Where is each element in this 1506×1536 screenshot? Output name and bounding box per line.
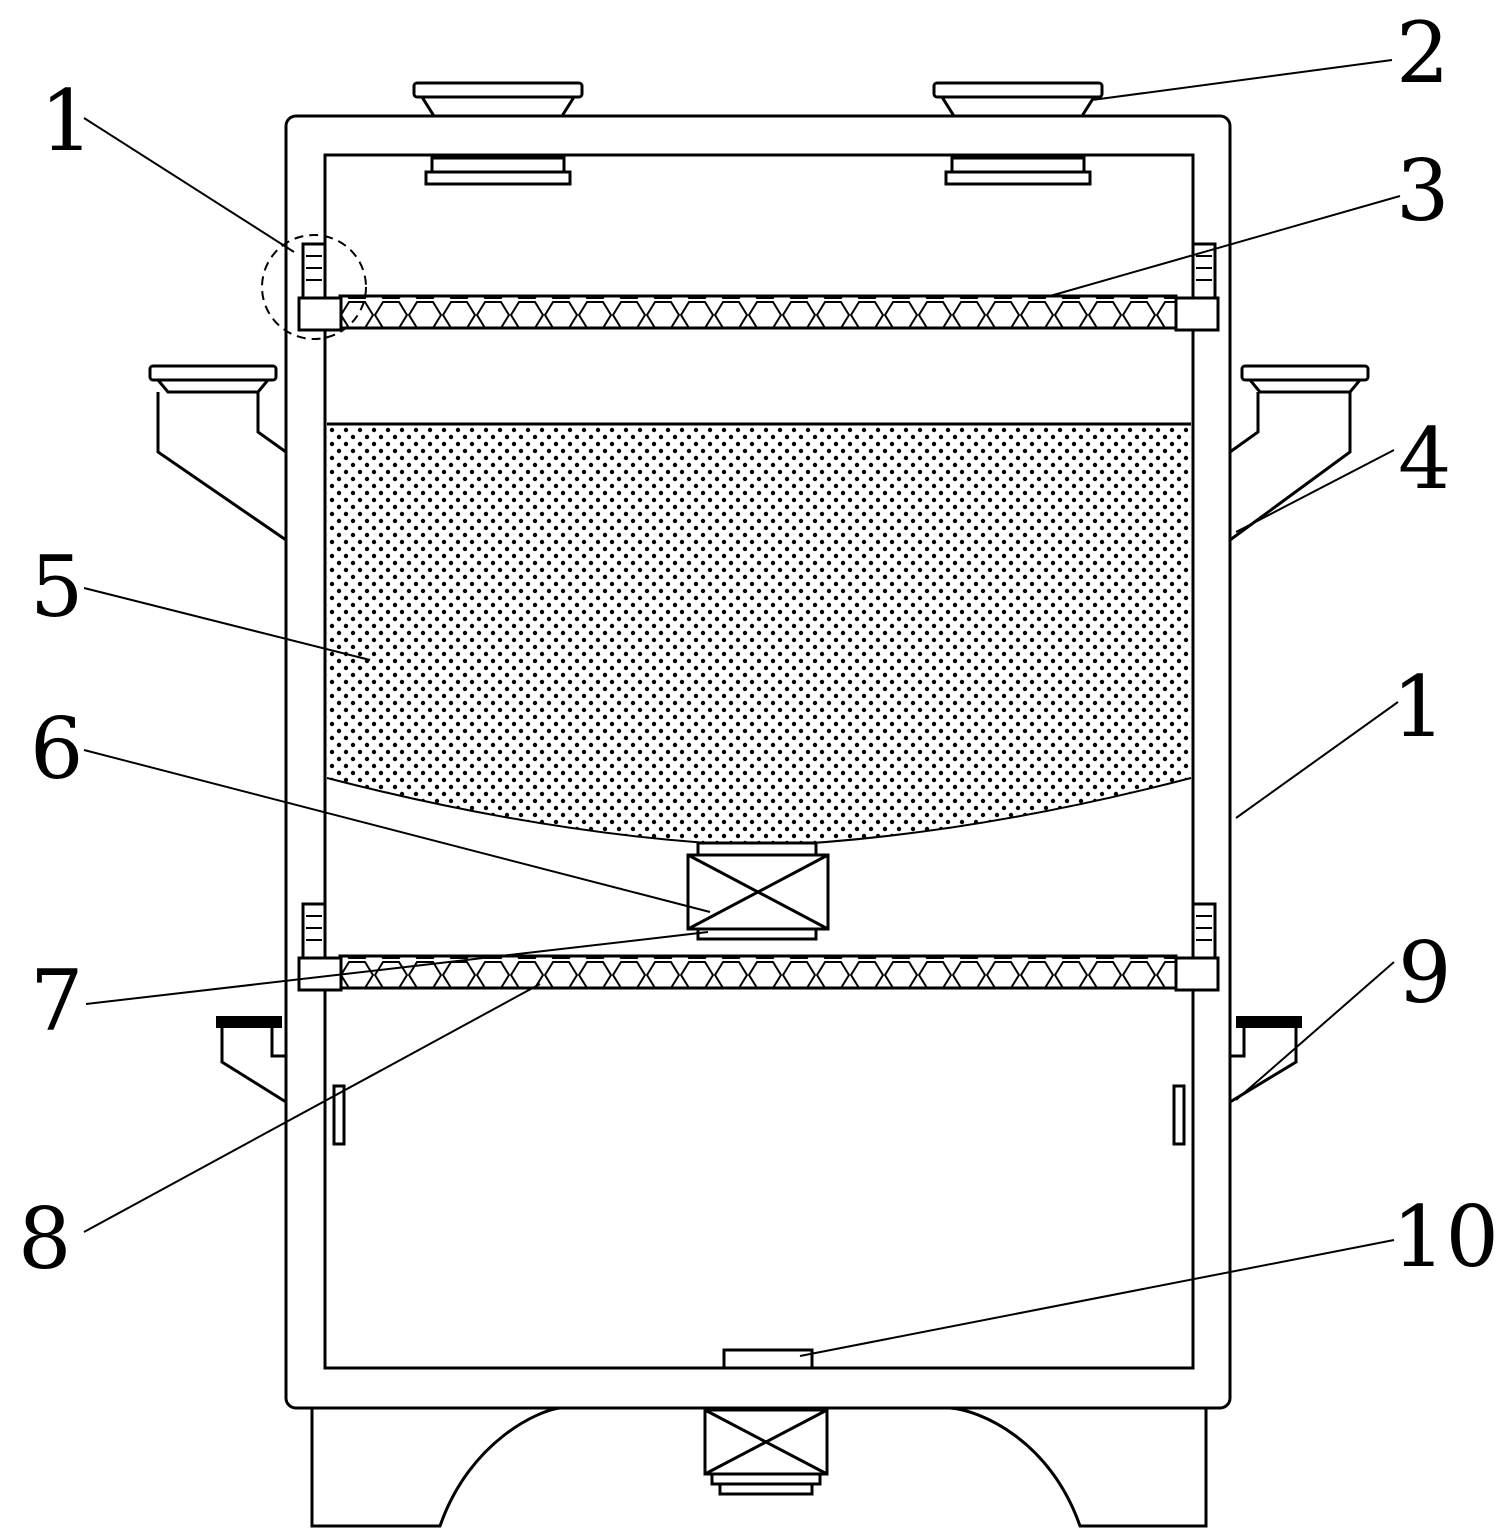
middle-valve bbox=[686, 841, 830, 941]
callout-1-mid: 1 bbox=[1392, 658, 1445, 756]
callout-2: 2 bbox=[1396, 4, 1449, 102]
callout-9: 9 bbox=[1398, 924, 1451, 1022]
side-outlet-left bbox=[148, 364, 287, 542]
bottom-valve bbox=[703, 1408, 829, 1496]
side-bracket-left bbox=[216, 1016, 346, 1146]
callout-1-top: 1 bbox=[40, 72, 93, 170]
side-outlet-right bbox=[1229, 364, 1370, 542]
leader-lines bbox=[83, 59, 1401, 1357]
callout-3: 3 bbox=[1396, 142, 1449, 240]
callout-7: 7 bbox=[30, 952, 83, 1050]
upper-screen bbox=[261, 234, 1220, 340]
callout-8: 8 bbox=[18, 1190, 71, 1288]
side-bracket-right bbox=[1172, 1016, 1302, 1146]
top-inlet-right bbox=[932, 81, 1104, 186]
base-stand bbox=[310, 1406, 1208, 1528]
callout-5: 5 bbox=[30, 538, 83, 636]
callout-10: 10 bbox=[1392, 1188, 1499, 1286]
detail-circle bbox=[261, 234, 367, 340]
bottom-block bbox=[722, 1348, 814, 1370]
top-inlet-left bbox=[412, 81, 584, 186]
filter-medium bbox=[327, 424, 1191, 846]
outer-housing bbox=[284, 114, 1232, 1410]
lower-screen bbox=[297, 902, 1220, 992]
callout-6: 6 bbox=[30, 700, 83, 798]
callout-4: 4 bbox=[1398, 410, 1451, 508]
